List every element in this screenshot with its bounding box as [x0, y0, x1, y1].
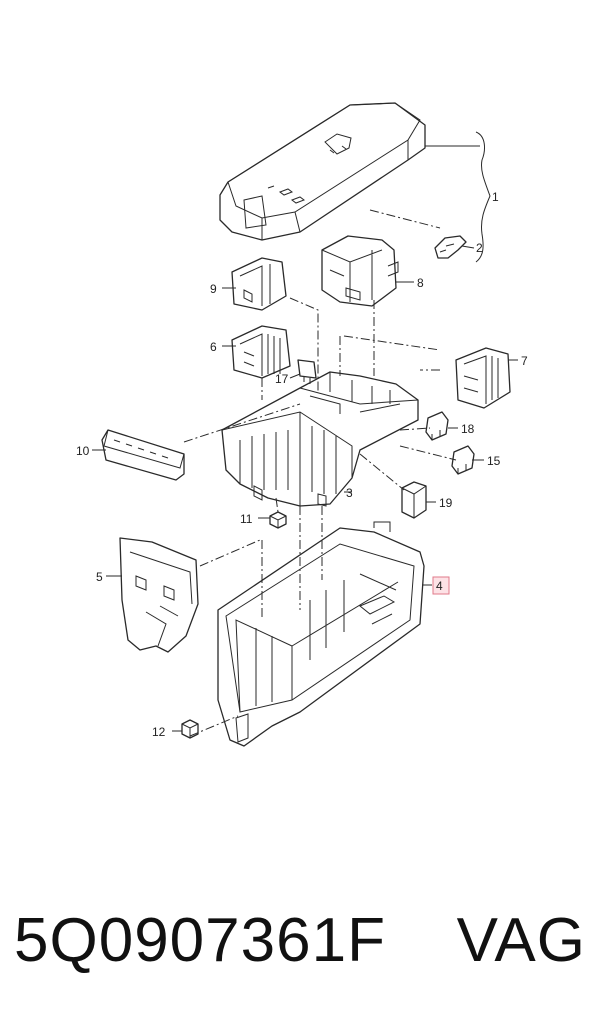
callout-7: 7 [521, 354, 528, 368]
callout-18: 18 [461, 422, 475, 436]
callout-labels: 1 2 8 9 6 7 17 18 10 15 3 19 11 5 4 12 [76, 190, 528, 739]
part-4-lower-housing[interactable] [217, 521, 425, 747]
callout-6: 6 [210, 340, 217, 354]
part-9-bracket[interactable] [231, 257, 287, 311]
exploded-parts-diagram: 1 2 8 9 6 7 17 18 10 15 3 19 11 5 4 12 [76, 102, 528, 747]
part-7-module[interactable] [455, 347, 511, 409]
callout-17: 17 [275, 372, 289, 386]
part-8-relay-holder[interactable] [321, 235, 399, 307]
callout-11: 11 [240, 512, 253, 526]
callout-5: 5 [96, 570, 103, 584]
callout-15: 15 [487, 454, 501, 468]
callout-3: 3 [346, 486, 353, 500]
part-1-cover[interactable] [219, 102, 426, 241]
part-15-fuse[interactable] [451, 445, 475, 475]
part-3-fuse-box-body[interactable] [221, 371, 419, 507]
part-2-latch[interactable] [434, 235, 467, 259]
callout-10: 10 [76, 444, 90, 458]
callout-4: 4 [436, 579, 443, 593]
part-6-fuse-holder[interactable] [231, 325, 291, 379]
callout-1: 1 [492, 190, 499, 204]
part-10-fuse-strip[interactable] [101, 429, 185, 481]
part-18-fuse[interactable] [425, 411, 449, 441]
callout-12: 12 [152, 725, 166, 739]
callout-4-highlight [432, 576, 450, 595]
part-12-nut[interactable] [181, 719, 199, 739]
caption-bar: 5Q0907361F VAG [0, 895, 600, 985]
brand-name: VAG [456, 905, 586, 975]
callout-8: 8 [417, 276, 424, 290]
part-11-nut[interactable] [269, 511, 287, 529]
assembly-lines [183, 209, 457, 737]
leader-lines [92, 131, 518, 732]
part-19-relay[interactable] [401, 481, 427, 519]
part-number: 5Q0907361F [14, 905, 386, 975]
callout-2: 2 [476, 241, 483, 255]
callout-19: 19 [439, 496, 453, 510]
part-5-mounting-bracket[interactable] [119, 537, 199, 653]
callout-9: 9 [210, 282, 217, 296]
part-17-fuse[interactable] [297, 359, 317, 384]
